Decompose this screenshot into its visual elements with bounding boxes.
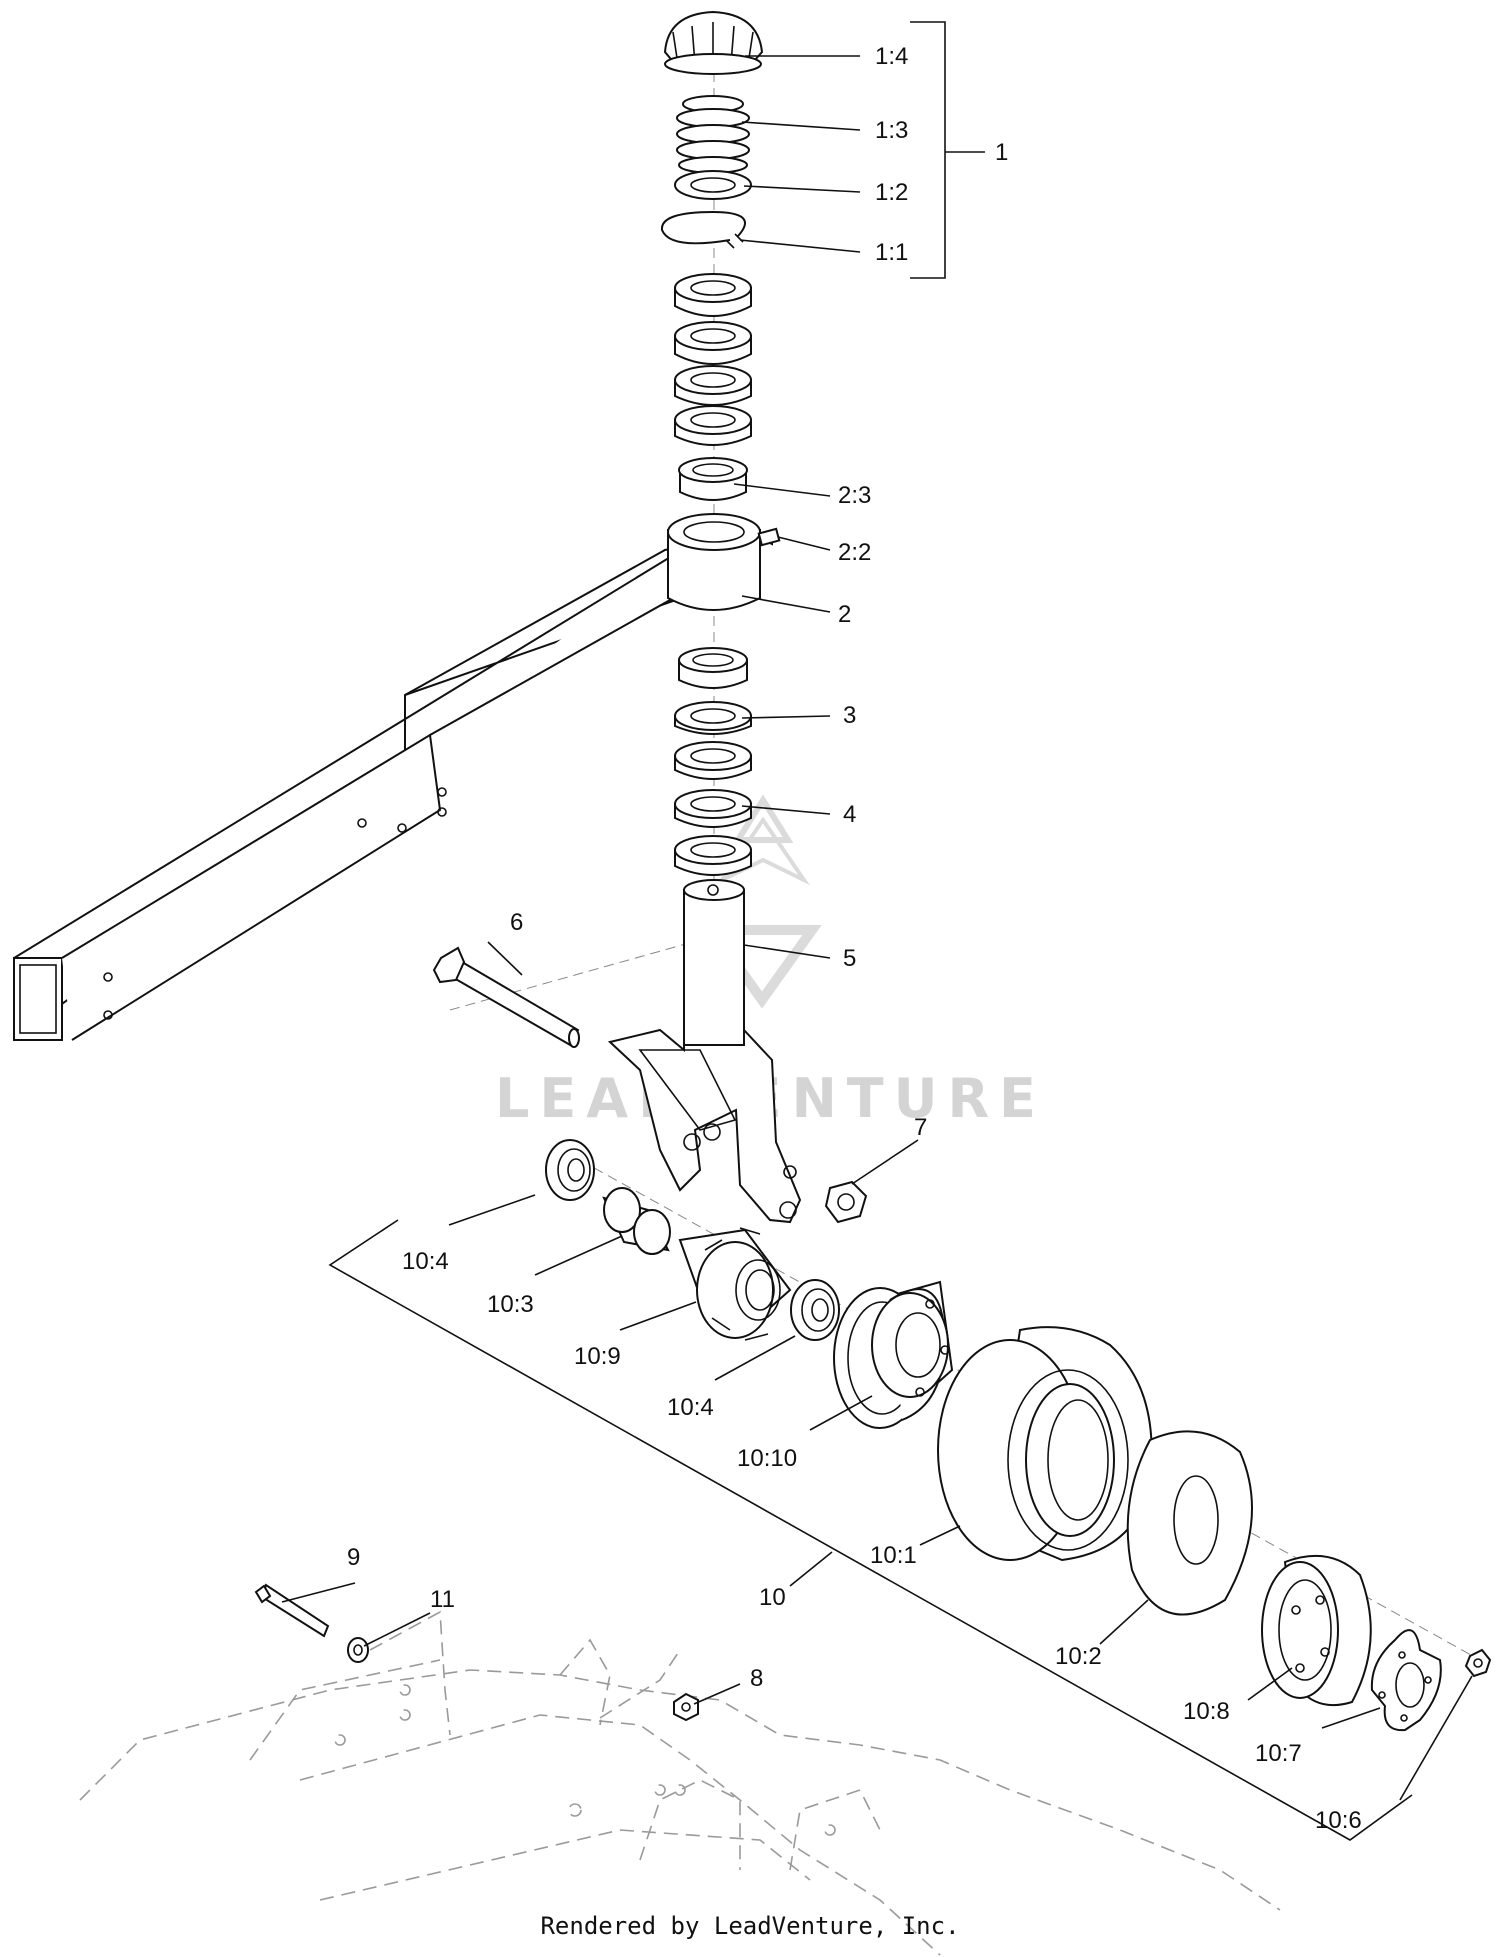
callout-8: 8 bbox=[750, 1665, 763, 1692]
flat-washer-part bbox=[347, 1637, 369, 1663]
callout-1-4: 1:4 bbox=[875, 43, 908, 70]
callout-2-2: 2:2 bbox=[838, 539, 871, 566]
hex-bolt-part bbox=[254, 1583, 330, 1638]
callout-5: 5 bbox=[843, 945, 856, 972]
tire-part bbox=[937, 1326, 1153, 1562]
callout-10-4-upper: 10:4 bbox=[402, 1248, 449, 1275]
footer-credit: Rendered by LeadVenture, Inc. bbox=[540, 1912, 960, 1940]
callout-10-10: 10:10 bbox=[737, 1445, 797, 1472]
callout-1-3: 1:3 bbox=[875, 117, 908, 144]
caster-fork-part bbox=[607, 879, 802, 1224]
spring-part bbox=[676, 95, 750, 174]
mower-deck-outline bbox=[79, 1610, 1281, 1956]
spacer-stack bbox=[674, 273, 752, 501]
rim-half-inner-part bbox=[833, 1280, 954, 1429]
leader-lines bbox=[281, 21, 1473, 1841]
callout-2-3: 2:3 bbox=[838, 482, 871, 509]
callout-10-7: 10:7 bbox=[1255, 1740, 1302, 1767]
callout-6: 6 bbox=[510, 909, 523, 936]
callout-11: 11 bbox=[430, 1586, 455, 1613]
callout-10-3: 10:3 bbox=[487, 1291, 534, 1318]
callout-10-8: 10:8 bbox=[1183, 1698, 1230, 1725]
callout-10-1: 10:1 bbox=[870, 1542, 917, 1569]
callout-7: 7 bbox=[914, 1114, 927, 1141]
axle-bolt-part bbox=[432, 946, 580, 1048]
callout-1: 1 bbox=[995, 139, 1008, 166]
callout-2: 2 bbox=[838, 601, 851, 628]
hub-part bbox=[678, 1227, 792, 1341]
retainer-plate-part bbox=[1370, 1629, 1442, 1732]
callout-1-1: 1:1 bbox=[875, 239, 908, 266]
callout-labels: 1:4 1:3 1:2 1:1 1 2:3 2:2 2 3 4 5 6 7 10… bbox=[347, 43, 1362, 1834]
lock-nut-part bbox=[824, 1180, 868, 1224]
spacer-tube-part bbox=[602, 1187, 671, 1255]
bearing-part-lower bbox=[790, 1279, 840, 1341]
callout-10-4-lower: 10:4 bbox=[667, 1394, 714, 1421]
cap-part bbox=[663, 10, 764, 75]
bearing-part-upper bbox=[545, 1139, 595, 1201]
callout-4: 4 bbox=[843, 801, 856, 828]
caster-arm-part bbox=[13, 513, 781, 1041]
washer-part bbox=[674, 170, 752, 200]
callout-10: 10 bbox=[759, 1584, 786, 1611]
lower-spacer-stack bbox=[674, 647, 752, 876]
callout-3: 3 bbox=[843, 702, 856, 729]
inner-tube-part bbox=[1126, 1430, 1253, 1616]
callout-1-2: 1:2 bbox=[875, 179, 908, 206]
wheel-nut-part bbox=[1464, 1648, 1492, 1678]
callout-10-6: 10:6 bbox=[1315, 1807, 1362, 1834]
snap-ring-part bbox=[660, 210, 746, 249]
flange-nut-part bbox=[673, 1692, 699, 1722]
callout-10-9: 10:9 bbox=[574, 1343, 621, 1370]
rim-half-outer-part bbox=[1261, 1554, 1372, 1706]
callout-10-2: 10:2 bbox=[1055, 1643, 1102, 1670]
callout-9: 9 bbox=[347, 1544, 360, 1571]
